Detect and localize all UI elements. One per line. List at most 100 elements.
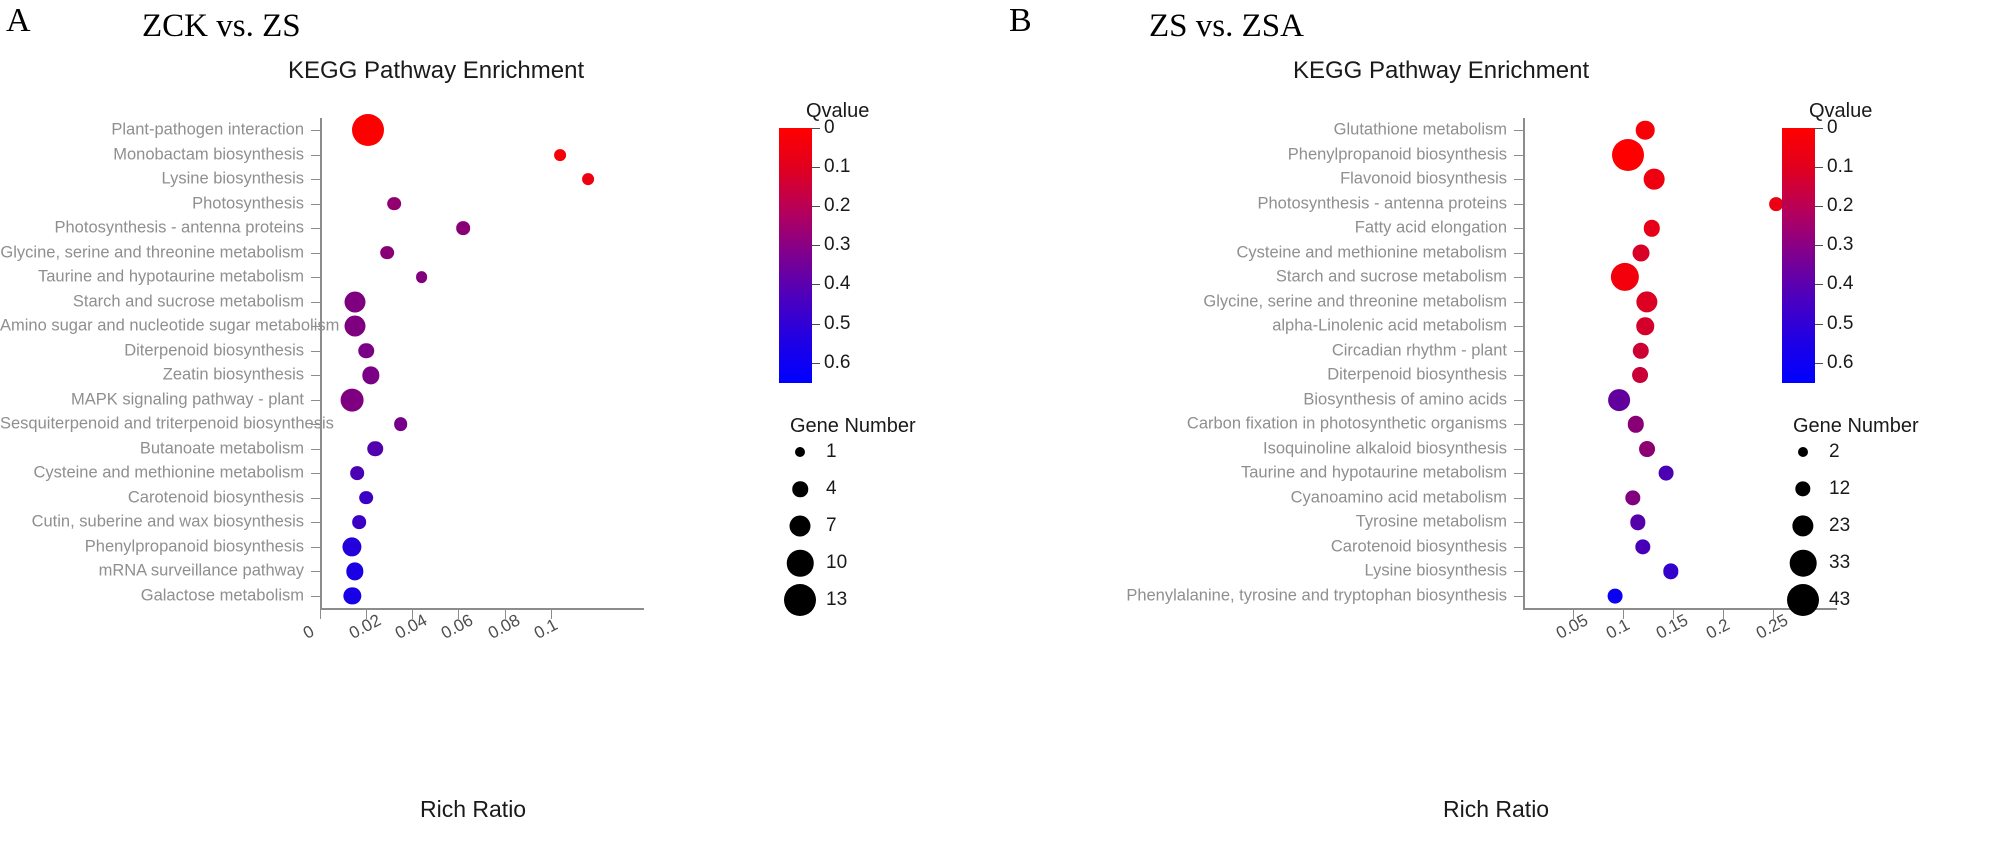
- scatter-dot: [581, 173, 594, 186]
- y-axis-tick: [1514, 179, 1523, 181]
- scatter-dot: [1636, 291, 1658, 313]
- colorbar-tick: [812, 128, 820, 129]
- colorbar-tick: [812, 284, 820, 286]
- pathway-label: Monobactam biosynthesis: [113, 145, 304, 164]
- chart-title-b: KEGG Pathway Enrichment: [1293, 57, 1590, 84]
- colorbar-tick: [1815, 323, 1823, 325]
- gene-number-legend-label: 1: [826, 441, 837, 462]
- y-axis-tick: [1514, 399, 1523, 401]
- colorbar-tick-label: 0.1: [824, 156, 851, 178]
- x-axis-line: [320, 608, 644, 610]
- colorbar-tick: [1815, 284, 1823, 286]
- gene-number-legend-label: 23: [1829, 515, 1851, 536]
- y-axis-tick: [311, 595, 320, 597]
- scatter-dot: [415, 271, 428, 284]
- scatter-dot: [350, 466, 364, 481]
- y-axis-tick: [311, 571, 320, 573]
- y-axis-tick: [311, 277, 320, 279]
- y-axis-tick: [1514, 203, 1523, 205]
- gene-number-legend-title-b: Gene Number: [1793, 415, 1919, 437]
- pathway-label: Carotenoid biosynthesis: [1330, 537, 1507, 556]
- scatter-dot: [342, 537, 362, 557]
- pathway-label: Cysteine and methionine metabolism: [33, 463, 304, 482]
- colorbar-tick: [812, 206, 820, 208]
- panel-heading-a: ZCK vs. ZS: [142, 8, 301, 44]
- pathway-label: Cyanoamino acid metabolism: [1290, 488, 1507, 507]
- y-axis-tick: [311, 448, 320, 450]
- y-axis-tick: [1514, 497, 1523, 499]
- gene-number-legend-label: 10: [826, 552, 848, 573]
- colorbar-tick-label: 0.2: [824, 195, 851, 217]
- pathway-label: Phenylpropanoid biosynthesis: [84, 537, 304, 556]
- gene-number-legend-label: 2: [1829, 441, 1840, 462]
- y-axis-line: [320, 118, 322, 608]
- pathway-label: Butanoate metabolism: [139, 439, 304, 458]
- x-axis-tick-label: 0.02: [346, 610, 385, 643]
- colorbar-tick-label: 0.4: [1827, 273, 1854, 295]
- panel-heading-b: ZS vs. ZSA: [1149, 8, 1304, 44]
- gene-number-legend-label: 4: [826, 478, 837, 499]
- x-axis-tick-label: 0.05: [1553, 610, 1592, 643]
- y-axis-tick: [311, 350, 320, 352]
- x-axis-tick: [550, 610, 552, 619]
- pathway-label: Plant-pathogen interaction: [111, 120, 304, 139]
- x-axis-tick: [504, 610, 506, 619]
- gene-number-legend-dot: [795, 447, 805, 457]
- panel-a: A ZCK vs. ZS KEGG Pathway Enrichment Pla…: [0, 4, 916, 823]
- y-axis-tick: [1514, 277, 1523, 279]
- pathway-label: Glutathione metabolism: [1333, 120, 1507, 139]
- colorbar-tick-label: 0.2: [1827, 195, 1854, 217]
- x-axis-tick-label: 0.08: [484, 610, 523, 643]
- scatter-dot: [340, 388, 364, 412]
- y-axis-tick: [1514, 473, 1523, 475]
- pathway-label: Flavonoid biosynthesis: [1340, 169, 1507, 188]
- pathway-label: Glycine, serine and threonine metabolism: [1203, 292, 1507, 311]
- scatter-dot: [393, 417, 408, 432]
- colorbar-tick-label: 0.1: [1827, 156, 1854, 178]
- y-axis-tick: [1514, 448, 1523, 450]
- pathway-label: mRNA surveillance pathway: [98, 561, 304, 580]
- gene-number-legend-dot: [1798, 447, 1808, 457]
- scatter-dot: [1643, 220, 1661, 237]
- pathway-label: Cutin, suberine and wax biosynthesis: [31, 512, 304, 531]
- gene-number-legend-label: 43: [1829, 589, 1851, 610]
- gene-number-legend-dot: [1792, 515, 1814, 537]
- scatter-dot: [352, 114, 385, 147]
- y-axis-tick: [311, 473, 320, 475]
- pathway-label: alpha-Linolenic acid metabolism: [1272, 316, 1507, 335]
- gene-number-legend-dot: [786, 549, 814, 577]
- y-axis-tick: [1514, 375, 1523, 377]
- scatter-dot: [1612, 138, 1644, 171]
- x-axis-tick: [458, 610, 460, 619]
- gene-number-legend-title-a: Gene Number: [790, 415, 916, 437]
- y-axis-tick: [311, 497, 320, 499]
- y-axis-tick: [1514, 350, 1523, 352]
- pathway-label: Glycine, serine and threonine metabolism: [0, 243, 304, 262]
- pathway-label: Photosynthesis - antenna proteins: [1257, 194, 1508, 213]
- y-axis-tick: [1514, 301, 1523, 303]
- y-axis-tick: [311, 203, 320, 205]
- x-axis-tick-label: 0: [300, 621, 318, 643]
- y-axis-tick: [311, 399, 320, 401]
- qvalue-colorbar-a: [779, 128, 812, 383]
- scatter-dot: [1635, 120, 1655, 140]
- scatter-dot: [1627, 416, 1645, 433]
- gene-number-legend-dot: [792, 481, 808, 497]
- colorbar-tick-label: 0.4: [824, 273, 851, 295]
- y-axis-tick: [1514, 522, 1523, 524]
- qvalue-legend-title-a: Qvalue: [806, 100, 870, 122]
- qvalue-legend-title-b: Qvalue: [1809, 100, 1873, 122]
- qvalue-colorbar-b: [1782, 128, 1815, 383]
- x-axis-line: [1523, 608, 1837, 610]
- y-axis-tick: [311, 424, 320, 426]
- scatter-dot: [345, 562, 364, 580]
- colorbar-tick-label: 0.6: [1827, 351, 1854, 373]
- scatter-dot: [1625, 490, 1641, 506]
- colorbar-tick-label: 0: [824, 117, 835, 138]
- y-axis-tick: [311, 546, 320, 548]
- gene-number-legend-dot: [1789, 549, 1817, 577]
- x-axis-tick-label: 0.25: [1753, 610, 1792, 643]
- y-axis-tick: [311, 375, 320, 377]
- colorbar-tick: [1815, 128, 1823, 129]
